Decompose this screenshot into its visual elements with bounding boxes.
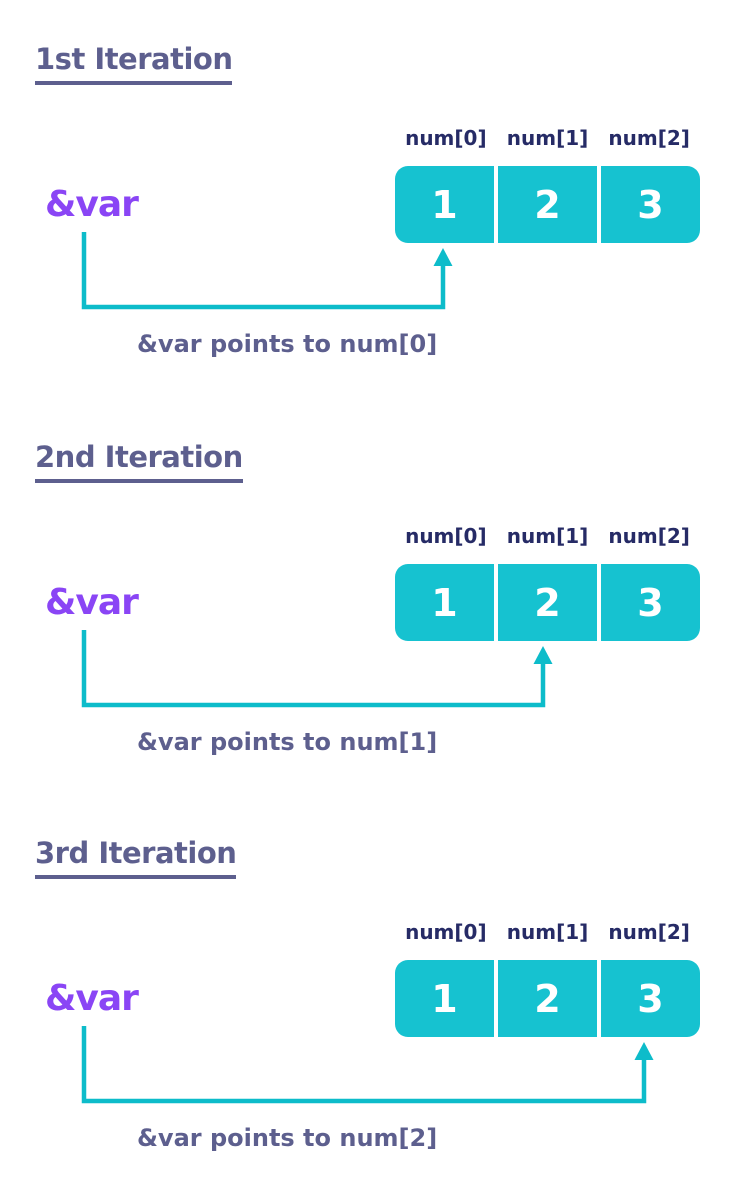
pointer-arrow-icon bbox=[81, 630, 553, 708]
array-index-label: num[2] bbox=[608, 920, 690, 944]
array-index-label: num[2] bbox=[608, 126, 690, 150]
iteration-section-1: 1st Iteration num[0] num[1] num[2] 1 2 3… bbox=[0, 42, 734, 442]
array-cell: 3 bbox=[637, 580, 664, 625]
pointer-variable: &var bbox=[45, 582, 139, 623]
array-index-label: num[1] bbox=[506, 920, 589, 944]
pointer-variable: &var bbox=[45, 978, 139, 1019]
section-heading: 3rd Iteration bbox=[35, 836, 237, 879]
array-index-labels: num[0] num[1] num[2] bbox=[395, 126, 700, 150]
section-heading: 1st Iteration bbox=[35, 42, 233, 85]
array-index-label: num[2] bbox=[608, 524, 690, 548]
pointer-variable: &var bbox=[45, 184, 139, 225]
pointer-caption: &var points to num[2] bbox=[137, 1124, 438, 1152]
cell-divider bbox=[597, 960, 601, 1037]
array-index-label: num[0] bbox=[405, 126, 487, 150]
pointer-caption: &var points to num[0] bbox=[137, 330, 438, 358]
array-index-label: num[1] bbox=[506, 524, 589, 548]
iteration-section-2: 2nd Iteration num[0] num[1] num[2] 1 2 3… bbox=[0, 440, 734, 840]
array-cell: 3 bbox=[637, 182, 664, 227]
cell-divider bbox=[597, 166, 601, 243]
array-cell: 1 bbox=[431, 580, 458, 625]
cell-divider bbox=[494, 564, 498, 641]
cell-divider bbox=[597, 564, 601, 641]
cell-divider bbox=[494, 960, 498, 1037]
array-cell: 1 bbox=[431, 182, 458, 227]
pointer-arrow-icon bbox=[81, 232, 453, 310]
array-index-label: num[0] bbox=[405, 524, 487, 548]
pointer-caption: &var points to num[1] bbox=[137, 728, 438, 756]
array-index-labels: num[0] num[1] num[2] bbox=[395, 524, 700, 548]
array-cell: 2 bbox=[534, 580, 561, 625]
array-box: 1 2 3 bbox=[391, 166, 704, 259]
pointer-arrow-icon bbox=[81, 1026, 654, 1104]
array-index-label: num[0] bbox=[405, 920, 487, 944]
array-cell: 2 bbox=[534, 182, 561, 227]
array-index-labels: num[0] num[1] num[2] bbox=[395, 920, 700, 944]
array-index-label: num[1] bbox=[506, 126, 589, 150]
section-heading: 2nd Iteration bbox=[35, 440, 243, 483]
iteration-section-3: 3rd Iteration num[0] num[1] num[2] 1 2 3… bbox=[0, 836, 734, 1200]
array-cell: 3 bbox=[637, 976, 664, 1021]
array-cell: 2 bbox=[534, 976, 561, 1021]
cell-divider bbox=[494, 166, 498, 243]
array-cell: 1 bbox=[431, 976, 458, 1021]
